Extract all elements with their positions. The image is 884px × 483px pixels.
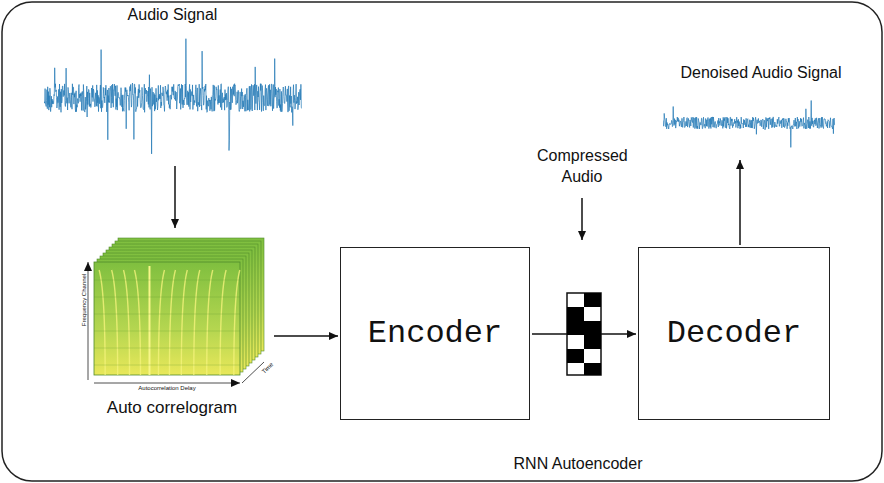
leader-arrow — [581, 198, 583, 240]
figure-caption: Denoised Audio Signal — [655, 64, 867, 82]
flow-arrow — [174, 166, 176, 228]
axis-label: Time — [261, 361, 275, 375]
block-label: Encoder — [368, 315, 502, 352]
flow-arrow — [274, 335, 338, 337]
process-box: Decoder — [638, 247, 830, 420]
axis-label: Frequency Channel — [81, 274, 87, 326]
illustration-node: Denoised Audio Signal — [655, 64, 867, 156]
process-box: Encoder — [340, 247, 530, 420]
axis-label: Autocorrelation Delay — [138, 385, 195, 391]
block-label: Decoder — [667, 315, 801, 352]
illustration-node: Auto correlogram — [72, 232, 272, 422]
annotation: RNN Autoencoder — [514, 455, 643, 473]
waveform — [663, 96, 835, 150]
correlogram-image — [72, 232, 272, 394]
illustration-node: Audio Signal — [40, 6, 305, 164]
figure-caption: Auto correlogram — [72, 398, 272, 418]
annotation: Compressed Audio — [537, 146, 627, 188]
latent-code — [566, 292, 602, 376]
flow-arrow — [739, 160, 741, 245]
figure-caption: Audio Signal — [40, 6, 305, 24]
waveform — [44, 34, 302, 162]
